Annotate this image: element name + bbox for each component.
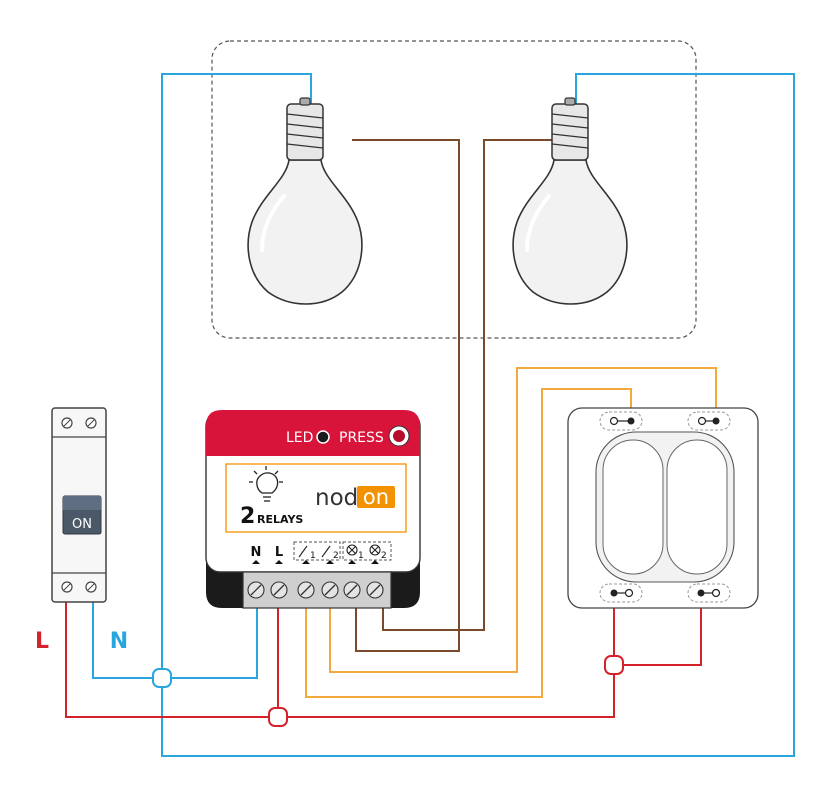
led-icon — [316, 430, 330, 444]
neutral-junction — [152, 668, 172, 688]
output-terminals-box — [342, 541, 392, 561]
terminal-block — [242, 571, 392, 609]
live-junction — [268, 707, 288, 727]
led-label: LED — [286, 430, 313, 446]
brand-prefix: nod — [315, 485, 358, 511]
output-lamp-icon — [346, 544, 381, 556]
bulb-icon — [247, 97, 363, 305]
brand-accent-block — [357, 486, 395, 508]
relays-label: RELAYS — [257, 513, 303, 526]
neutral-wires — [92, 73, 795, 757]
switch-symbol-icon — [298, 545, 331, 558]
terminal-o2-sub: 2 — [381, 551, 387, 561]
switch-wires — [305, 367, 717, 698]
screw-terminal-icon — [61, 417, 97, 593]
switch-rocker-left — [602, 439, 664, 575]
relay-bulb-icon — [249, 466, 283, 502]
breaker-state-label: ON — [72, 517, 92, 532]
terminal-l-label: L — [275, 545, 283, 560]
neutral-label: N — [110, 629, 128, 654]
relay-module: LED PRESS 2 RELAYS nod on N L 1 — [205, 410, 421, 609]
live-wires — [65, 587, 702, 718]
terminal-s1-sub: 1 — [310, 551, 316, 561]
relay-count: 2 — [240, 504, 255, 529]
bulb-right — [512, 97, 628, 305]
brand-suffix: on — [363, 485, 389, 509]
terminal-o1-sub: 1 — [358, 551, 364, 561]
switch-contacts — [599, 411, 731, 603]
bulb-zone-outline — [211, 40, 697, 339]
switch-live-junction — [604, 655, 624, 675]
bulb-icon — [512, 97, 628, 305]
switch-terminals-box — [293, 541, 341, 561]
circuit-breaker: ON — [51, 407, 107, 603]
lamp-wires — [352, 139, 565, 652]
switch-rocker-right — [666, 439, 728, 575]
bulb-left — [247, 97, 363, 305]
double-wall-switch — [567, 407, 759, 609]
live-label: L — [35, 629, 49, 654]
terminal-s2-sub: 2 — [333, 551, 339, 561]
terminal-n-label: N — [251, 545, 262, 560]
press-label: PRESS — [339, 430, 384, 446]
terminal-pointers — [252, 560, 379, 564]
